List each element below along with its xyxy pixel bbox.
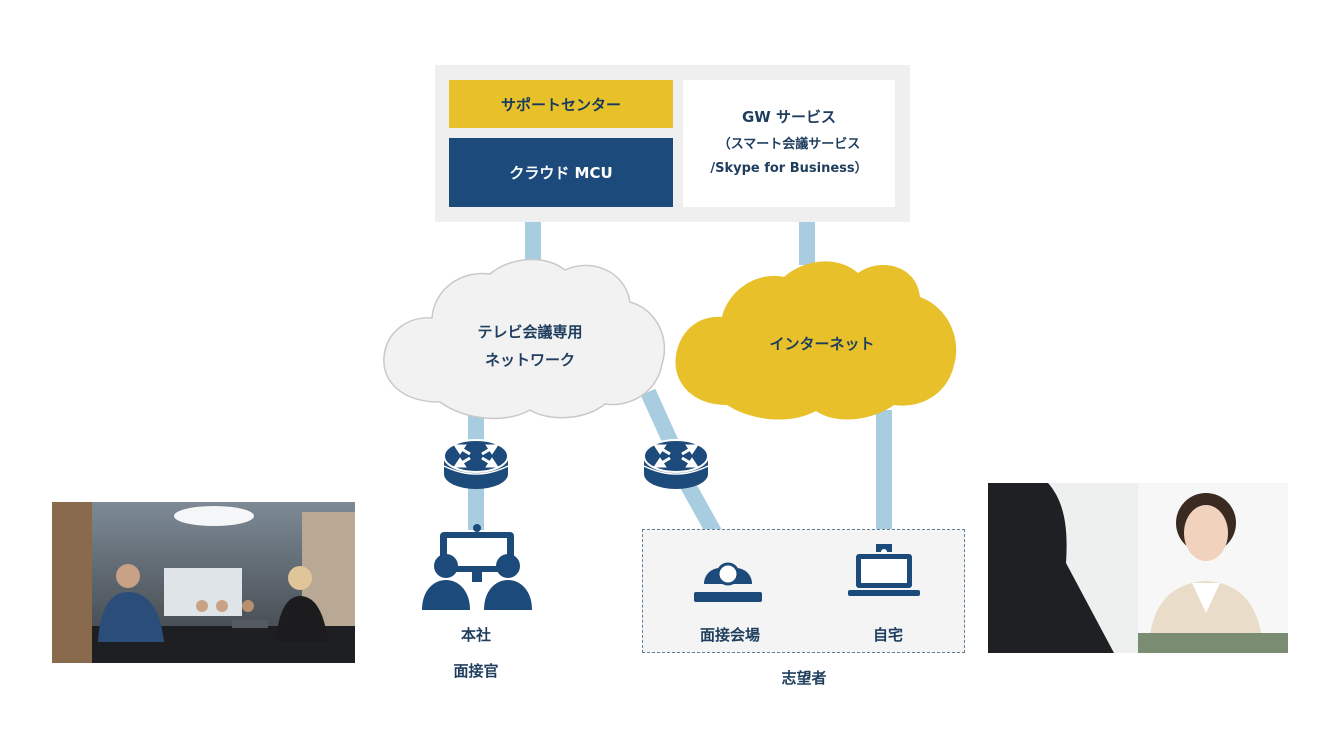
gw-service-line2: （スマート会議サービス xyxy=(717,137,861,152)
router-icon xyxy=(643,439,709,489)
gw-service-box: GW サービス （スマート会議サービス /Skype for Business） xyxy=(683,80,895,207)
interview-venue-icon xyxy=(694,562,762,602)
tv-network-cloud xyxy=(383,258,666,420)
meeting-room-photo xyxy=(52,502,355,663)
head-office-label: 本社 xyxy=(460,626,491,644)
home-label: 自宅 xyxy=(872,626,903,644)
support-center-label: サポートセンター xyxy=(500,95,621,114)
applicant-label: 志望者 xyxy=(781,669,827,687)
link-network-to-router2 xyxy=(640,388,680,449)
internet-cloud xyxy=(675,261,957,420)
cloud-mcu-box: クラウド MCU xyxy=(449,138,673,207)
interview-venue-label: 面接会場 xyxy=(699,626,760,644)
gw-service-line3: /Skype for Business） xyxy=(710,161,868,176)
interviewer-label: 面接官 xyxy=(453,662,499,680)
tv-network-line2: ネットワーク xyxy=(484,351,575,369)
conference-room-icon xyxy=(422,524,532,610)
internet-label: インターネット xyxy=(769,335,875,353)
cloud-mcu-label: クラウド MCU xyxy=(509,164,613,182)
tv-network-label: テレビ会議専用 ネットワーク xyxy=(430,318,630,374)
tv-network-line1: テレビ会議専用 xyxy=(477,323,583,341)
support-center-box: サポートセンター xyxy=(449,80,673,128)
laptop-icon xyxy=(848,544,920,596)
gw-service-title: GW サービス xyxy=(741,108,837,126)
interview-photo xyxy=(988,483,1288,653)
router-icon xyxy=(443,439,509,489)
